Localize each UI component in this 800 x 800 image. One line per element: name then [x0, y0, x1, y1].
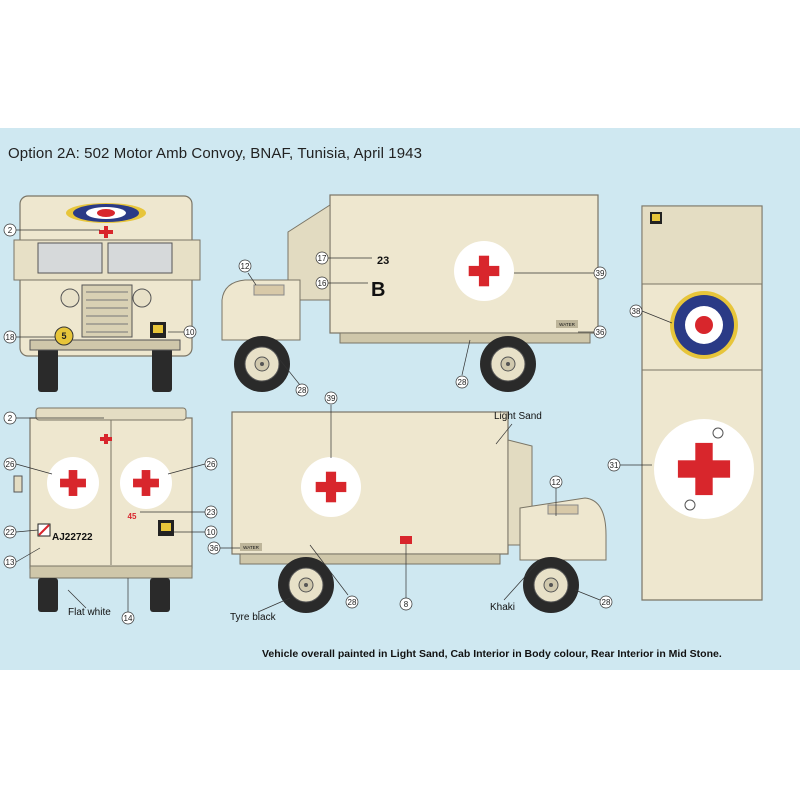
rear-water-label: WATER: [243, 545, 259, 550]
svg-text:12: 12: [241, 262, 250, 271]
label-flat-white: Flat white: [68, 607, 111, 618]
side-water-label: WATER: [559, 322, 575, 327]
svg-text:39: 39: [327, 394, 336, 403]
left-side-view: 23 B WATER: [221, 194, 599, 393]
svg-text:2: 2: [8, 414, 13, 423]
svg-text:36: 36: [596, 328, 605, 337]
top-view: [641, 205, 763, 601]
svg-text:16: 16: [318, 279, 327, 288]
svg-text:36: 36: [210, 544, 219, 553]
side-number: 23: [377, 255, 389, 267]
svg-text:14: 14: [124, 614, 133, 623]
svg-text:2: 2: [8, 226, 13, 235]
callouts: [3, 223, 673, 625]
right-side-view: WATER: [231, 411, 607, 614]
painting-instructions: Vehicle overall painted in Light Sand, C…: [262, 648, 722, 660]
svg-text:23: 23: [207, 508, 216, 517]
page-title: Option 2A: 502 Motor Amb Convoy, BNAF, T…: [8, 145, 423, 162]
front-view: 5: [13, 195, 201, 392]
svg-text:28: 28: [458, 378, 467, 387]
label-tyre-black: Tyre black: [230, 612, 276, 623]
svg-text:13: 13: [6, 558, 15, 567]
callout-numbers: 2 18 10 12 17 16 39 38 36 28 28 31 2 26 …: [6, 226, 641, 623]
svg-text:28: 28: [298, 386, 307, 395]
svg-text:18: 18: [6, 333, 15, 342]
svg-text:26: 26: [207, 460, 216, 469]
front-unit-number: 5: [61, 331, 66, 341]
svg-text:39: 39: [596, 269, 605, 278]
rear-unit-number: 45: [128, 512, 137, 521]
svg-text:10: 10: [207, 528, 216, 537]
svg-text:28: 28: [348, 598, 357, 607]
svg-text:12: 12: [552, 478, 561, 487]
label-khaki: Khaki: [490, 602, 516, 613]
svg-text:28: 28: [602, 598, 611, 607]
svg-text:10: 10: [186, 328, 195, 337]
svg-text:17: 17: [318, 254, 327, 263]
label-light-sand: Light Sand: [494, 411, 542, 422]
registration-number: AJ22722: [52, 532, 93, 543]
svg-text:8: 8: [404, 600, 409, 609]
svg-text:26: 26: [6, 460, 15, 469]
svg-text:38: 38: [632, 307, 641, 316]
side-letter: B: [371, 279, 385, 301]
svg-text:22: 22: [6, 528, 15, 537]
rear-view: 45 AJ22722: [13, 407, 193, 612]
svg-text:31: 31: [610, 461, 619, 470]
label-leaders: [67, 423, 541, 613]
